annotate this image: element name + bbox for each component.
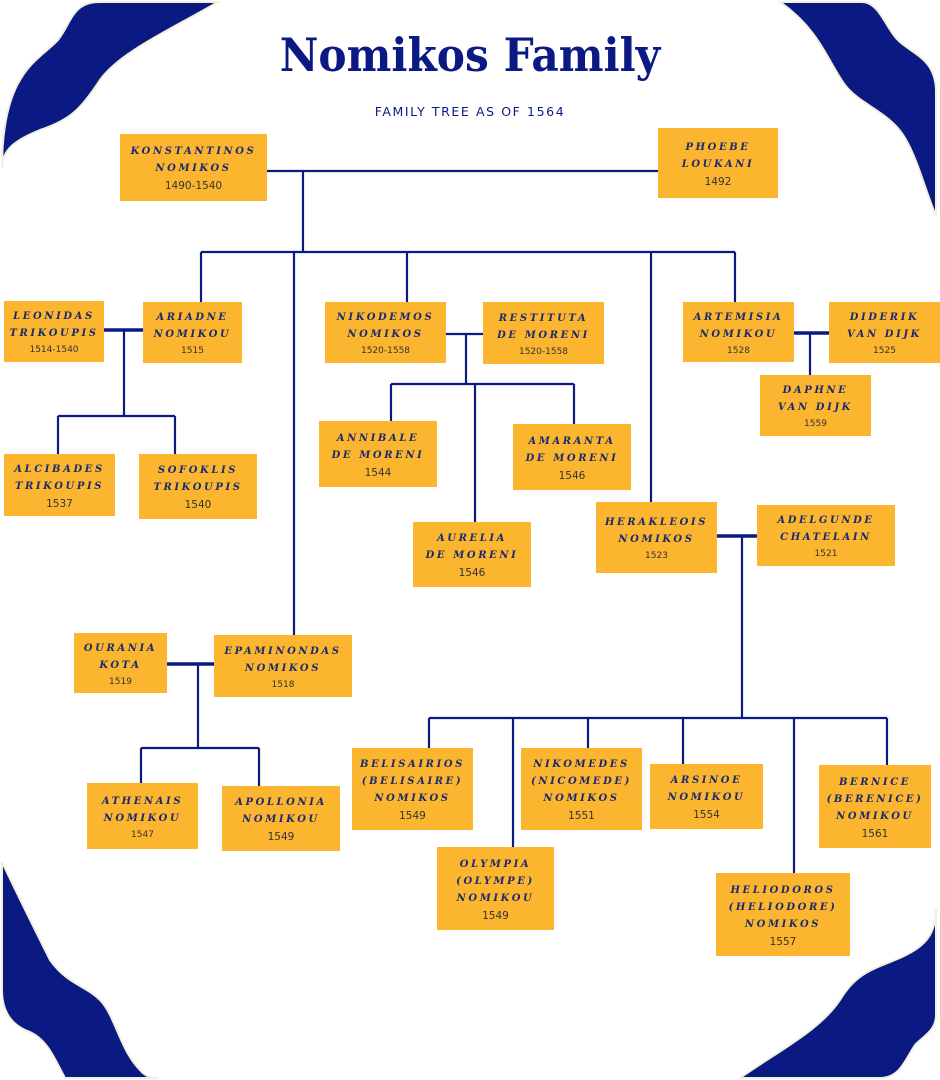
- person-years: 1549: [399, 810, 426, 822]
- person-card-restituta[interactable]: RESTITUTA DE MORENI 1520-1558: [483, 302, 604, 364]
- person-card-amaranta[interactable]: AMARANTA DE MORENI 1546: [513, 424, 631, 490]
- person-years: 1492: [704, 175, 732, 188]
- person-name: ARSINOE NOMIKOU: [667, 775, 746, 803]
- person-card-diderik[interactable]: DIDERIK VAN DIJK 1525: [829, 302, 940, 363]
- person-name: HELIODOROS (HELIODORE) NOMIKOS: [728, 884, 838, 930]
- person-years: 1514-1540: [29, 345, 79, 355]
- person-card-aurelia[interactable]: AURELIA DE MORENI 1546: [413, 522, 531, 587]
- person-years: 1521: [814, 549, 838, 559]
- person-card-annibale[interactable]: ANNIBALE DE MORENI 1544: [319, 421, 437, 487]
- person-name: DAPHNE VAN DIJK: [778, 385, 853, 413]
- person-name: ARTEMISIA NOMIKOU: [693, 311, 784, 340]
- person-years: 1490-1540: [164, 180, 223, 192]
- person-card-bernice[interactable]: BERNICE (BERENICE) NOMIKOU 1561: [819, 765, 931, 848]
- person-name: KONSTANTINOS NOMIKOS: [130, 146, 257, 174]
- person-card-alcibades[interactable]: ALCIBADES TRIKOUPIS 1537: [4, 454, 115, 516]
- person-name: LEONIDAS TRIKOUPIS: [9, 311, 99, 339]
- person-years: 1544: [364, 466, 392, 479]
- page-subtitle: FAMILY TREE AS OF 1564: [374, 104, 566, 119]
- person-years: 1546: [558, 469, 586, 482]
- person-name: OURANIA KOTA: [83, 642, 158, 671]
- person-years: 1520-1558: [360, 346, 411, 356]
- person-name: ADELGUNDE CHATELAIN: [777, 515, 875, 543]
- person-years: 1561: [861, 827, 889, 840]
- person-years: 1549: [482, 909, 509, 922]
- person-name: RESTITUTA DE MORENI: [497, 312, 590, 341]
- person-card-olympia[interactable]: OLYMPIA (OLYMPE) NOMIKOU 1549: [437, 847, 554, 930]
- person-card-leonidas[interactable]: LEONIDAS TRIKOUPIS 1514-1540: [4, 301, 104, 362]
- page-title: Nomikos Family: [279, 28, 661, 82]
- person-card-belisairios[interactable]: BELISAIRIOS (BELISAIRE) NOMIKOS 1549: [352, 748, 473, 830]
- person-years: 1518: [271, 679, 295, 690]
- person-card-artemisia[interactable]: ARTEMISIA NOMIKOU 1528: [683, 302, 794, 362]
- person-years: 1547: [131, 829, 154, 840]
- person-years: 1537: [46, 497, 73, 510]
- person-name: EPAMINONDAS NOMIKOS: [224, 645, 342, 674]
- person-name: NIKOMEDES (NICOMEDE) NOMIKOS: [531, 759, 632, 804]
- person-name: HERAKLEOIS NOMIKOS: [604, 517, 709, 545]
- person-card-arsinoe[interactable]: ARSINOE NOMIKOU 1554: [650, 764, 763, 829]
- person-card-apollonia[interactable]: APOLLONIA NOMIKOU 1549: [222, 786, 340, 851]
- person-years: 1540: [184, 499, 212, 511]
- person-card-epaminondas[interactable]: EPAMINONDAS NOMIKOS 1518: [214, 635, 352, 697]
- person-name: AURELIA DE MORENI: [425, 533, 519, 561]
- person-years: 1519: [109, 676, 132, 687]
- person-years: 1520-1558: [518, 346, 569, 357]
- person-name: NIKODEMOS NOMIKOS: [336, 312, 435, 340]
- person-card-adelgunde[interactable]: ADELGUNDE CHATELAIN 1521: [757, 505, 895, 566]
- person-card-ariadne[interactable]: ARIADNE NOMIKOU 1515: [143, 302, 242, 363]
- person-card-sofoklis[interactable]: SOFOKLIS TRIKOUPIS 1540: [139, 454, 257, 519]
- person-years: 1554: [693, 809, 720, 821]
- person-name: OLYMPIA (OLYMPE) NOMIKOU: [456, 858, 535, 904]
- person-name: PHOEBE LOUKANI: [681, 141, 755, 170]
- person-card-konstantinos[interactable]: KONSTANTINOS NOMIKOS 1490-1540: [120, 134, 267, 201]
- person-name: BERNICE (BERENICE) NOMIKOU: [826, 776, 924, 822]
- person-name: APOLLONIA NOMIKOU: [235, 797, 327, 825]
- person-name: AMARANTA DE MORENI: [525, 435, 619, 464]
- person-name: ATHENAIS NOMIKOU: [101, 795, 184, 824]
- person-years: 1549: [267, 831, 295, 843]
- person-name: ARIADNE NOMIKOU: [153, 312, 232, 340]
- person-name: SOFOKLIS TRIKOUPIS: [153, 465, 243, 493]
- person-card-heliodoros[interactable]: HELIODOROS (HELIODORE) NOMIKOS 1557: [716, 873, 850, 956]
- person-years: 1546: [458, 567, 486, 579]
- person-name: DIDERIK VAN DIJK: [847, 312, 922, 340]
- person-years: 1528: [727, 345, 750, 356]
- person-card-nikodemos[interactable]: NIKODEMOS NOMIKOS 1520-1558: [325, 302, 446, 363]
- person-card-ourania[interactable]: OURANIA KOTA 1519: [74, 633, 167, 693]
- person-card-nikomedes[interactable]: NIKOMEDES (NICOMEDE) NOMIKOS 1551: [521, 748, 642, 830]
- person-years: 1523: [645, 551, 668, 561]
- person-card-phoebe[interactable]: PHOEBE LOUKANI 1492: [658, 128, 778, 198]
- person-years: 1559: [804, 419, 827, 429]
- person-name: ANNIBALE DE MORENI: [331, 432, 425, 461]
- person-years: 1557: [769, 935, 797, 948]
- person-card-athenais[interactable]: ATHENAIS NOMIKOU 1547: [87, 783, 198, 849]
- person-years: 1551: [568, 810, 595, 822]
- person-name: ALCIBADES TRIKOUPIS: [14, 463, 105, 492]
- person-card-daphne[interactable]: DAPHNE VAN DIJK 1559: [760, 375, 871, 436]
- person-years: 1525: [873, 346, 896, 356]
- person-name: BELISAIRIOS (BELISAIRE) NOMIKOS: [360, 759, 465, 804]
- person-card-herakleois[interactable]: HERAKLEOIS NOMIKOS 1523: [596, 502, 717, 573]
- person-years: 1515: [181, 346, 204, 356]
